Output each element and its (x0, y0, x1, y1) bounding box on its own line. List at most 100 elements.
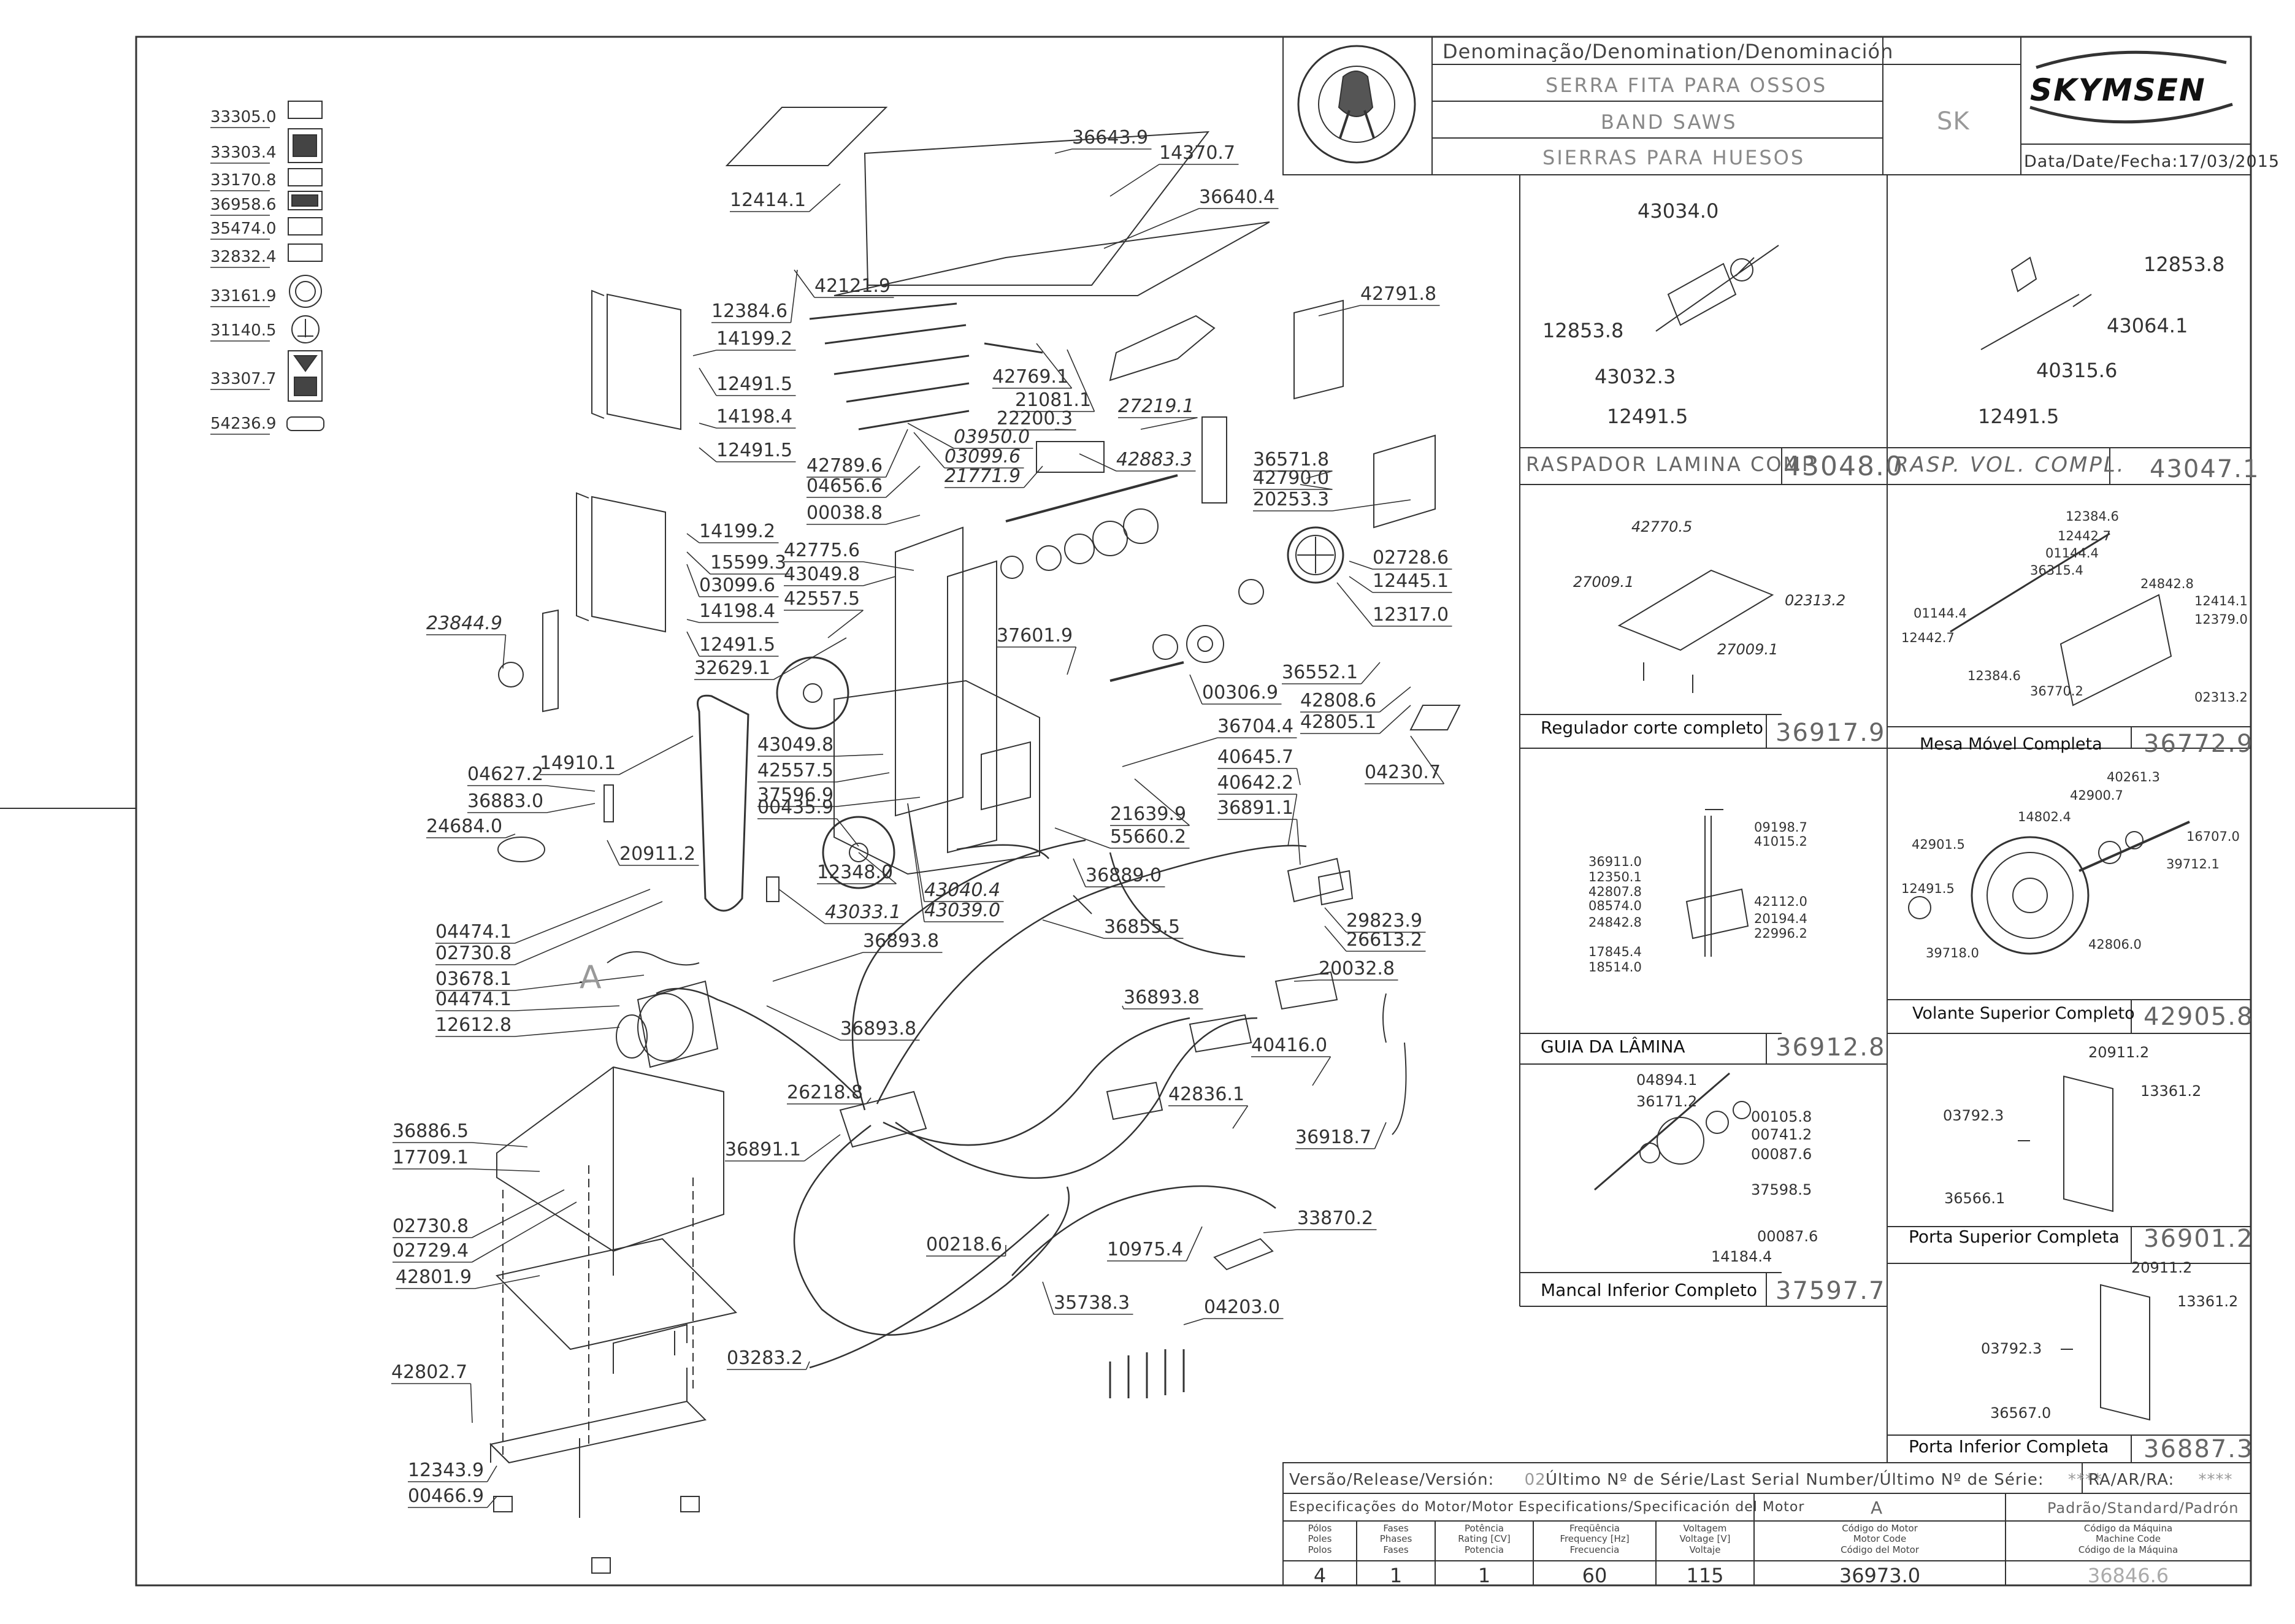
part-number-label: 02730.8 (435, 943, 512, 964)
panel-part-number: 22996.2 (1754, 926, 1807, 941)
leader-line (863, 561, 914, 571)
leader-line (1073, 858, 1086, 887)
part-number-label: 36704.4 (1217, 716, 1294, 737)
portainf-caption: Porta Inferior Completa (1909, 1436, 2109, 1457)
leader-line (699, 423, 717, 429)
sticker-part-number: 54236.9 (210, 415, 277, 433)
part-number-label: 43049.8 (757, 734, 834, 756)
panel-part-number: 12853.8 (1542, 319, 1624, 342)
leader-line (766, 1005, 841, 1041)
leader-line (1306, 470, 1333, 479)
leader-line (619, 735, 694, 775)
part-number-label: 04474.1 (435, 989, 512, 1010)
raspvol-caption: RASP. VOL. COMPL. (1894, 453, 2126, 477)
part-number-label: 43040.4 (924, 879, 1001, 901)
leader-line (1183, 1318, 1205, 1325)
part-number-label: 00038.8 (807, 502, 883, 524)
raspador-code: 43048.0 (1784, 451, 1904, 482)
part-number-label: 42801.9 (396, 1266, 472, 1288)
part-number-label: 12445.1 (1373, 570, 1449, 592)
part-number-label: 04474.1 (435, 921, 512, 943)
leader-line (1186, 1226, 1203, 1262)
part-number-label: 42775.6 (784, 540, 860, 561)
part-number-label: 43039.0 (924, 900, 1001, 921)
part-number-label: 02729.4 (393, 1240, 469, 1262)
part-number-label: 15599.3 (710, 552, 787, 573)
part-number-label: 04203.0 (1204, 1297, 1281, 1318)
part-number-label: 02730.8 (393, 1216, 469, 1237)
leader-line (805, 1361, 810, 1370)
panel-part-number: 36567.0 (1990, 1404, 2052, 1422)
leader-line (1134, 778, 1190, 826)
version-label-text: Versão/Release/Versión: (1289, 1471, 1495, 1489)
part-number-label: 12491.5 (716, 440, 793, 461)
part-number-label: 32629.1 (694, 657, 771, 679)
leader-line (475, 1275, 540, 1289)
sticker-part-number: 33170.8 (210, 171, 277, 190)
panel-part-number: 12384.6 (2066, 509, 2119, 524)
part-number-label: 36891.1 (725, 1139, 802, 1160)
motor-spec-value: 36973.0 (1839, 1564, 1921, 1587)
panel-part-number: 09198.7 (1754, 820, 1807, 835)
part-number-label: 43033.1 (825, 902, 902, 923)
part-number-label: 33870.2 (1297, 1208, 1374, 1229)
part-number-label: 17709.1 (393, 1147, 469, 1168)
denomination-label: Denominação/Denomination/Denominación (1443, 40, 1894, 63)
panel-part-number: 43064.1 (2107, 314, 2188, 337)
part-number-label: 14370.7 (1159, 142, 1236, 164)
date-label-text: Data/Date/Fecha: (2024, 152, 2178, 171)
part-number-label: 20253.3 (1253, 489, 1330, 510)
ra-value: **** (2198, 1471, 2233, 1489)
part-number-label: 14198.4 (699, 600, 776, 622)
part-number-label: 21639.9 (1110, 803, 1187, 825)
part-number-label: 26218.8 (787, 1082, 864, 1103)
part-number-label: A (580, 959, 602, 996)
part-number-label: 10975.4 (1107, 1239, 1184, 1260)
part-number-label: 36883.0 (467, 791, 544, 812)
leader-line (837, 772, 890, 783)
panel-part-number: 14802.4 (2018, 810, 2071, 824)
part-number-label: 36893.8 (1124, 987, 1200, 1008)
panel-part-number: 42900.7 (2070, 788, 2123, 803)
part-number-label: 36571.8 (1253, 449, 1330, 470)
leader-line (1109, 164, 1160, 197)
leader-line (472, 1142, 528, 1147)
leader-line (515, 975, 645, 991)
part-number-label: 03678.1 (435, 968, 512, 990)
part-number-label: 04627.2 (467, 764, 544, 785)
product-name-es: SIERRAS PARA HUESOS (1542, 146, 1806, 169)
leader-line (907, 803, 925, 922)
part-number-label: 00218.6 (926, 1234, 1003, 1255)
panel-part-number: 36770.2 (2030, 684, 2083, 699)
panel-part-number: 01144.4 (1914, 606, 1967, 621)
panel-part-number: 43032.3 (1595, 365, 1676, 388)
leader-line (686, 619, 700, 623)
leader-line (486, 1465, 497, 1482)
panel-part-number: 39712.1 (2166, 857, 2220, 871)
leader-line (1042, 919, 1105, 939)
model-code: SK (1937, 107, 1970, 136)
part-number-label: 12491.5 (699, 634, 776, 656)
panel-part-number: 03792.3 (1943, 1107, 2004, 1124)
leader-line (1379, 705, 1411, 734)
portainf-code: 36887.3 (2144, 1435, 2254, 1463)
leader-line (699, 367, 717, 396)
leader-line (1079, 453, 1117, 472)
mesa-code: 36772.9 (2144, 730, 2254, 758)
part-number-label: 36918.7 (1295, 1127, 1372, 1148)
leader-line (1103, 208, 1200, 249)
portasup-caption: Porta Superior Completa (1909, 1227, 2120, 1247)
leader-line (772, 952, 864, 982)
panel-part-number: 12350.1 (1588, 870, 1642, 884)
leader-line (546, 803, 596, 813)
leader-line (1036, 343, 1073, 389)
part-number-label: 12414.1 (730, 190, 807, 211)
motor-spec-header: Freqüência Frequency [Hz] Frecuencia (1560, 1523, 1630, 1555)
standard-label: Padrão/Standard/Padrón (2047, 1500, 2239, 1517)
regulador-code: 36917.9 (1776, 719, 1886, 747)
leader-line (1042, 1281, 1054, 1315)
mesa-caption: Mesa Móvel Completa (1920, 735, 2102, 754)
part-number-label: 42836.1 (1168, 1084, 1245, 1105)
leader-line (472, 1189, 565, 1238)
panel-part-number: 20911.2 (2088, 1044, 2150, 1061)
